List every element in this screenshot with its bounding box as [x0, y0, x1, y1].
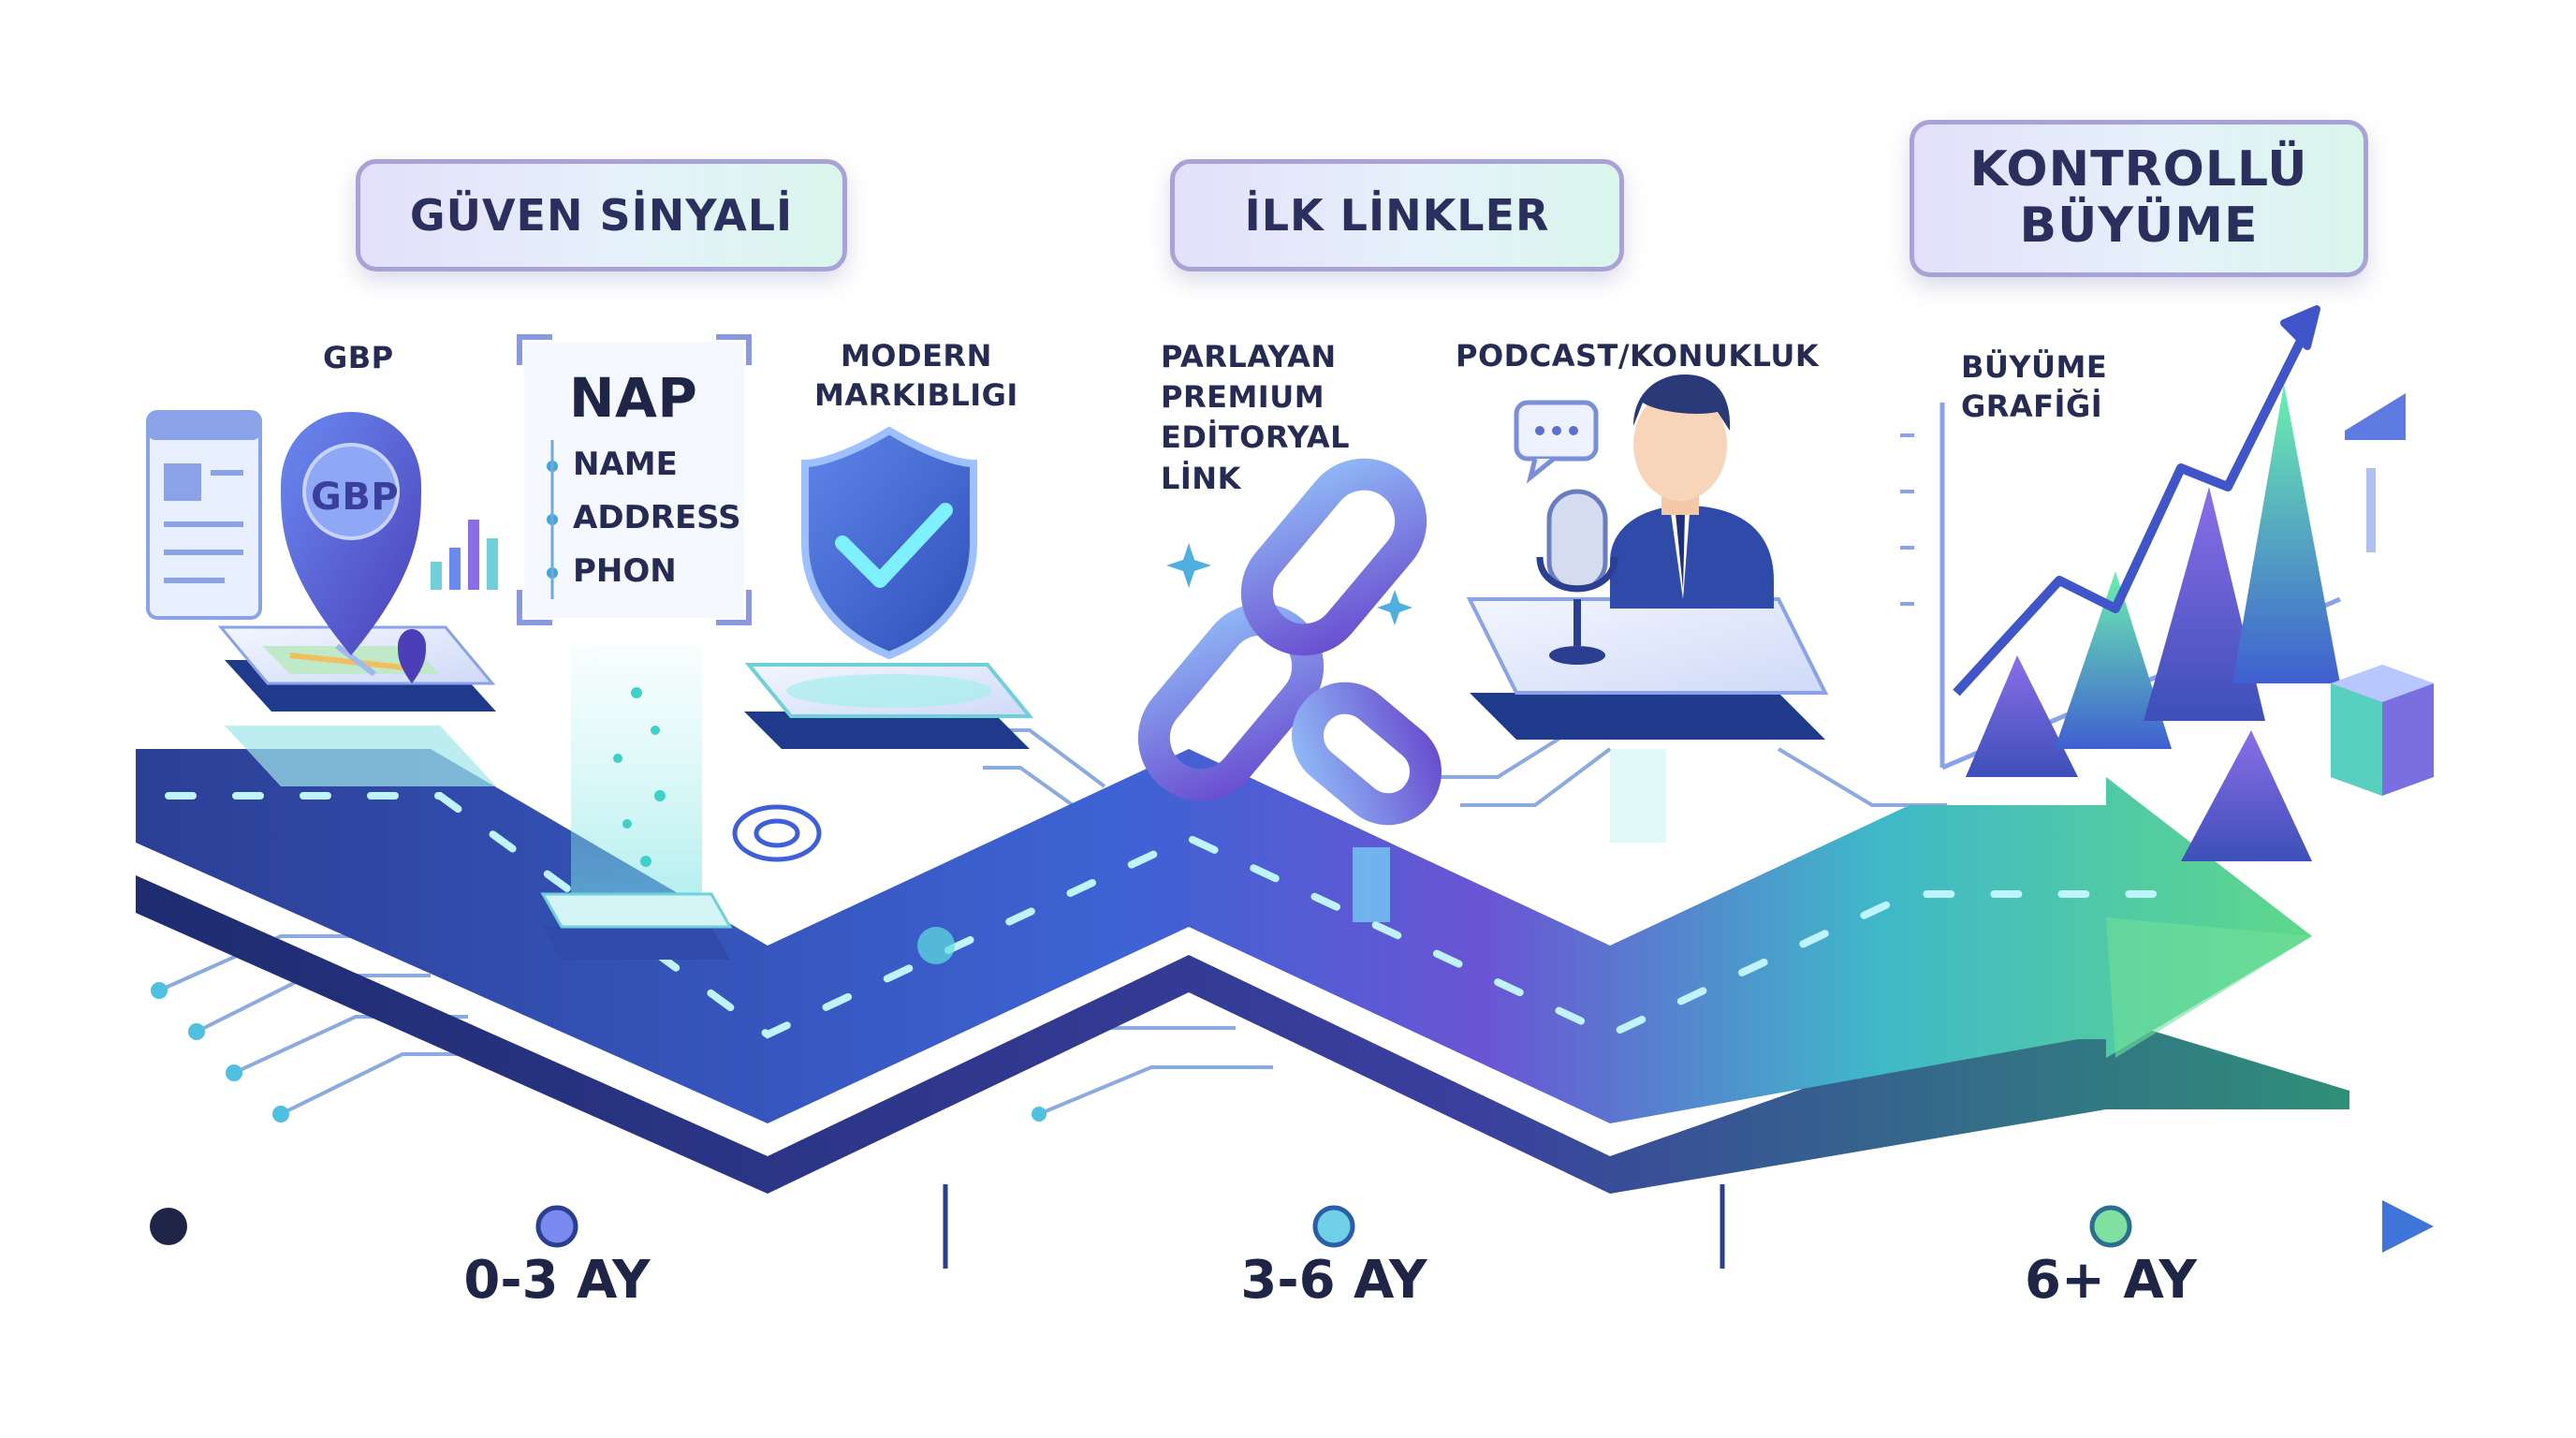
- phase-links-label: İLK LİNKLER: [1244, 190, 1550, 241]
- nap-item-phone: PHON: [573, 552, 677, 590]
- shield-platform: [744, 663, 1034, 749]
- growth-chart-label: BÜYÜME GRAFİĞİ: [1961, 348, 2107, 426]
- timeline-dot-3: [2089, 1205, 2132, 1248]
- gbp-label: GBP: [323, 340, 394, 375]
- gbp-platform: [217, 625, 496, 786]
- phase-growth-line1: KONTROLLÜ: [1969, 141, 2308, 198]
- nap-panel: [524, 342, 744, 618]
- phase-first-links: İLK LİNKLER: [1170, 159, 1624, 271]
- podcast-beam: [1610, 749, 1666, 843]
- premium-line1: PARLAYAN: [1161, 339, 1337, 374]
- timeline-arrow-icon: [2382, 1200, 2434, 1253]
- premium-line3: EDİTORYAL: [1161, 419, 1351, 456]
- nap-particles: [613, 687, 666, 867]
- modern-label-line1: MODERN: [840, 338, 992, 374]
- premium-line2: PREMIUM: [1161, 379, 1325, 416]
- chat-bubble-icon: [1514, 400, 1599, 484]
- timeline-label-3-6: 3-6 AY: [1240, 1250, 1427, 1311]
- phase-controlled-growth: KONTROLLÜ BÜYÜME: [1910, 120, 2368, 277]
- timeline-label-0-3: 0-3 AY: [463, 1250, 651, 1311]
- timeline-dot-1: [535, 1205, 578, 1248]
- podcast-platform: [1466, 597, 1829, 740]
- road-glow: [917, 927, 955, 964]
- road-dashes: [165, 792, 2157, 1039]
- podcast-label: PODCAST/KONUKLUK: [1456, 338, 1820, 374]
- timeline-dot-2: [1312, 1205, 1355, 1248]
- phase-growth-line2: BÜYÜME: [2019, 198, 2259, 254]
- phase-trust-label: GÜVEN SİNYALİ: [409, 190, 794, 241]
- nap-title: NAP: [569, 366, 698, 430]
- shield-icon: [801, 426, 977, 660]
- modern-label: MODERN MARKIBLIGI: [814, 337, 1018, 415]
- road-side: [136, 824, 2349, 1194]
- road: [136, 749, 2312, 1123]
- link-beam: [1353, 847, 1390, 922]
- growth-chart-line2: GRAFİĞİ: [1961, 388, 2103, 424]
- nap-frame: [517, 334, 752, 625]
- microphone-icon: [1536, 489, 1618, 665]
- document-icon: [146, 410, 262, 620]
- growth-chart-line1: BÜYÜME: [1961, 349, 2108, 385]
- growth-trend-line: [1953, 334, 2307, 697]
- growth-arrow-icon: [2280, 305, 2320, 350]
- pyramid-chart: [1966, 384, 2340, 861]
- map-marker-icon: [398, 629, 426, 683]
- premium-link-label: PARLAYAN PREMIUM EDİTORYAL LİNK: [1161, 337, 1350, 499]
- mini-chart-icon: [2345, 393, 2406, 552]
- timeline-label-6plus: 6+ AY: [2025, 1250, 2197, 1311]
- chart-ticks: [1900, 433, 1914, 606]
- timeline-start: [150, 1208, 187, 1245]
- gbp-pin-text: GBP: [311, 476, 400, 519]
- road-arrow: [2106, 917, 2312, 1058]
- target-icon: [732, 804, 822, 862]
- sparkle-icon: [1166, 543, 1412, 625]
- phase-trust-signal: GÜVEN SİNYALİ: [356, 159, 847, 271]
- mini-bar-chart-icon: [431, 520, 498, 590]
- person-icon: [1610, 374, 1774, 609]
- nap-item-address: ADDRESS: [573, 499, 741, 536]
- modern-label-line2: MARKIBLIGI: [814, 376, 1018, 413]
- gbp-pin-icon: [281, 412, 421, 655]
- premium-line4: LİNK: [1161, 460, 1241, 496]
- timeline: [150, 1184, 2434, 1269]
- cube-icon: [2331, 665, 2434, 796]
- nap-base: [540, 892, 733, 960]
- chain-link-icon: [1137, 458, 1442, 826]
- nap-item-name: NAME: [573, 446, 678, 483]
